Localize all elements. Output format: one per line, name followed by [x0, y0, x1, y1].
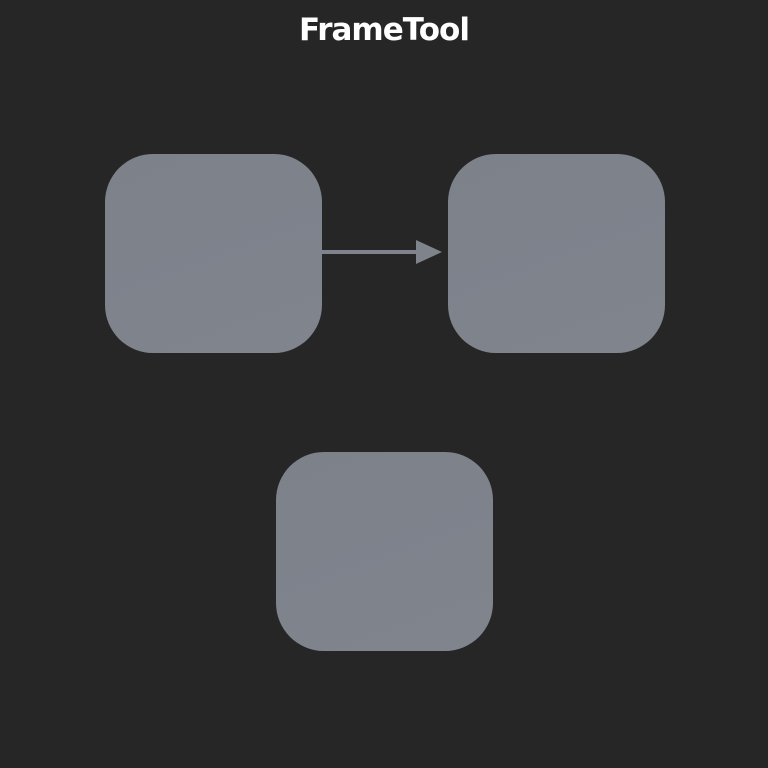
frame-box-1[interactable] [105, 154, 322, 353]
frame-box-3[interactable] [276, 452, 493, 651]
frame-box-2[interactable] [448, 154, 665, 353]
app-title: FrameTool [299, 12, 470, 48]
arrowhead-icon [416, 240, 442, 264]
